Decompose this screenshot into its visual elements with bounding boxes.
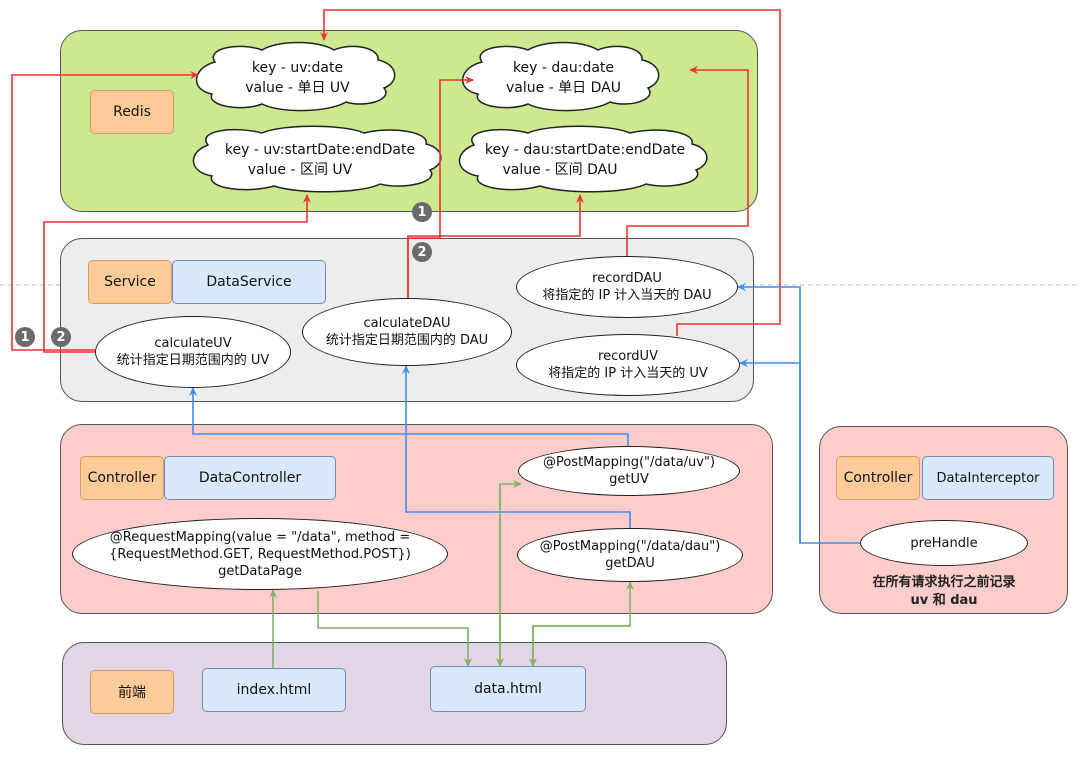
get-data-page-mapping-1: @RequestMapping(value = "/data", method …: [109, 529, 411, 545]
arrow-getdau-to-calcdau: [402, 365, 631, 528]
step-badge-2-dau: 2: [412, 242, 432, 262]
pre-handle-label: preHandle: [910, 535, 978, 551]
uv-range-value: value - 区间 UV: [247, 162, 353, 178]
uv-date-key: key - uv:date: [251, 60, 344, 76]
index-html-page[interactable]: index.html: [202, 668, 346, 712]
arrow-prehandle-to-recorduv: [739, 359, 801, 543]
calculate-uv-desc: 统计指定日期范围内的 UV: [116, 353, 270, 368]
dau-range-cloud-text: key - dau:startDate:endDate value - 区间 D…: [470, 132, 700, 188]
cloud-uv-range: [192, 125, 442, 193]
redis-tag: Redis: [90, 90, 174, 134]
calculate-dau-desc: 统计指定日期范围内的 DAU: [325, 333, 489, 348]
record-uv-label: recordUV: [598, 349, 658, 364]
frontend-tag: 前端: [90, 670, 174, 714]
arrow-calcuv-to-uvdate: [11, 71, 199, 351]
get-data-page-method: getDataPage: [218, 563, 302, 579]
record-dau-desc: 将指定的 IP 计入当天的 DAU: [542, 288, 712, 303]
uv-range-key: key - uv:startDate:endDate: [224, 142, 416, 158]
data-html-page[interactable]: data.html: [430, 666, 586, 712]
get-dau-method: getDAU: [605, 556, 655, 571]
arrow-getdau-to-data: [529, 625, 630, 667]
interceptor-controller-tag: Controller: [836, 456, 920, 500]
dau-range-key: key - dau:startDate:endDate: [484, 142, 686, 158]
uv-date-value: value - 单日 UV: [245, 80, 350, 96]
get-data-page-node[interactable]: @RequestMapping(value = "/data", method …: [72, 518, 448, 590]
record-uv-desc: 将指定的 IP 计入当天的 UV: [548, 366, 708, 381]
uv-range-cloud-text: key - uv:startDate:endDate value - 区间 UV: [205, 132, 435, 188]
interceptor-note-line-1: 在所有请求执行之前记录: [872, 575, 1016, 590]
dau-date-cloud-text: key - dau:date value - 单日 DAU: [476, 50, 651, 106]
arrow-recorduv-to-uvdate: [320, 9, 781, 336]
get-data-page-mapping-2: {RequestMethod.GET, RequestMethod.POST}): [109, 546, 411, 562]
dau-date-key: key - dau:date: [512, 60, 615, 76]
arrow-calcdau-to-daudate: [407, 76, 474, 298]
get-uv-node[interactable]: @PostMapping("/data/uv") getUV: [518, 446, 740, 496]
dau-date-value: value - 单日 DAU: [505, 80, 621, 96]
pre-handle-node[interactable]: preHandle: [860, 520, 1028, 566]
cloud-dau-range: [458, 125, 708, 193]
interceptor-note-line-2: uv 和 dau: [910, 593, 978, 608]
calculate-dau-label: calculateDAU: [363, 316, 451, 331]
calculate-uv-label: calculateUV: [154, 336, 232, 351]
service-tag: Service: [88, 260, 172, 304]
step-badge-2-uv: 2: [51, 327, 71, 347]
step-badge-1-dau: 1: [412, 202, 432, 222]
data-interceptor-name: DataInterceptor: [922, 456, 1054, 500]
calculate-dau-node[interactable]: calculateDAU 统计指定日期范围内的 DAU: [302, 298, 512, 366]
record-dau-label: recordDAU: [592, 271, 662, 286]
cloud-dau-date: [461, 41, 660, 112]
record-uv-node[interactable]: recordUV 将指定的 IP 计入当天的 UV: [516, 334, 740, 396]
get-uv-mapping: @PostMapping("/data/uv"): [542, 455, 716, 470]
arrow-getdatapage-to-data: [317, 591, 472, 667]
get-dau-node[interactable]: @PostMapping("/data/dau") getDAU: [517, 528, 743, 582]
cloud-uv-date: [195, 41, 396, 112]
calculate-uv-node[interactable]: calculateUV 统计指定日期范围内的 UV: [95, 316, 291, 388]
get-dau-mapping: @PostMapping("/data/dau"): [539, 539, 721, 554]
interceptor-note: 在所有请求执行之前记录 uv 和 dau: [826, 574, 1062, 612]
uv-date-cloud-text: key - uv:date value - 单日 UV: [210, 50, 385, 106]
step-badge-1-uv: 1: [15, 327, 35, 347]
data-service-name: DataService: [172, 260, 326, 304]
controller-tag: Controller: [80, 456, 164, 500]
arrow-getuv-to-calcuv: [189, 387, 629, 446]
arrow-calcuv-to-uvrange: [43, 194, 311, 353]
arrow-calcdau-to-daurange: [407, 194, 584, 298]
record-dau-node[interactable]: recordDAU 将指定的 IP 计入当天的 DAU: [516, 256, 738, 318]
arrow-data-to-getdau: [532, 581, 634, 666]
arrow-recorddau-to-daudate: [626, 66, 749, 256]
dau-range-value: value - 区间 DAU: [502, 162, 618, 178]
get-uv-method: getUV: [609, 472, 649, 487]
data-controller-name: DataController: [164, 456, 336, 500]
